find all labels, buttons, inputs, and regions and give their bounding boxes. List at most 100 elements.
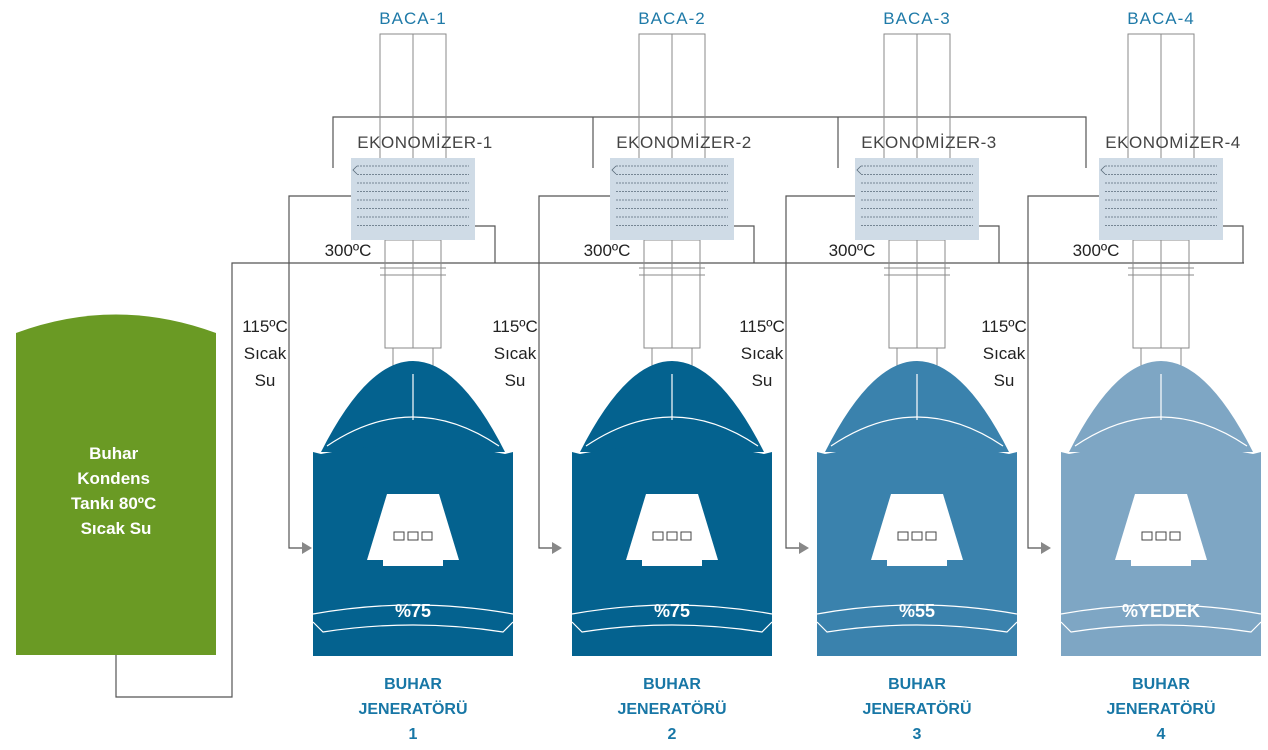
hot-water-label-line: 115ºC bbox=[242, 317, 288, 336]
economizer-box bbox=[855, 158, 979, 240]
burner-base bbox=[1131, 560, 1191, 566]
burner-panel-window bbox=[1141, 531, 1153, 541]
tank-outlet-pipe bbox=[115, 262, 1244, 698]
burner-panel-window bbox=[666, 531, 678, 541]
economizer-return-pipe bbox=[475, 225, 496, 263]
flow-arrow-icon bbox=[552, 542, 562, 554]
body-band bbox=[816, 621, 1018, 633]
hot-water-label-line: Sıcak bbox=[741, 344, 784, 363]
tank-label-line: Kondens bbox=[77, 469, 150, 488]
economizer-return-pipe bbox=[979, 225, 1000, 263]
body-band bbox=[312, 604, 514, 615]
flue-header-pipe bbox=[332, 116, 1087, 168]
chimney-label: BACA-4 bbox=[1127, 9, 1194, 28]
hot-water-label-line: Sıcak bbox=[494, 344, 537, 363]
burner-base bbox=[887, 560, 947, 566]
economizer-label: EKONOMİZER-3 bbox=[861, 133, 996, 152]
burner-panel-window bbox=[911, 531, 923, 541]
economizer-return-pipe bbox=[1223, 225, 1244, 263]
economizer-label: EKONOMİZER-4 bbox=[1105, 133, 1240, 152]
hot-water-label-line: Su bbox=[255, 371, 276, 390]
generator-label: BUHAR JENERATÖRÜ 1 bbox=[358, 676, 467, 743]
generator-label-line: JENERATÖRÜ bbox=[358, 699, 467, 718]
burner-base bbox=[642, 560, 702, 566]
burner-base bbox=[383, 560, 443, 566]
hot-water-label-line: Su bbox=[994, 371, 1015, 390]
tank-body bbox=[16, 314, 216, 655]
tank-label-line: Tankı 80ºC bbox=[71, 494, 156, 513]
load-percentage: %75 bbox=[395, 601, 431, 621]
generator-label-line: 4 bbox=[1157, 726, 1166, 743]
temperature-label: 300ºC bbox=[829, 241, 876, 260]
economizer-box bbox=[1099, 158, 1223, 240]
generator-label-line: JENERATÖRÜ bbox=[617, 699, 726, 718]
load-percentage: %55 bbox=[899, 601, 935, 621]
condensate-tank: Buhar Kondens Tankı 80ºC Sıcak Su bbox=[16, 314, 216, 655]
body-band bbox=[571, 604, 773, 615]
economizer-coil-bend bbox=[352, 165, 358, 175]
burner-panel-window bbox=[652, 531, 664, 541]
hot-water-label-line: Su bbox=[752, 371, 773, 390]
hot-water-label-line: Su bbox=[505, 371, 526, 390]
generator-label-line: BUHAR bbox=[1132, 676, 1190, 693]
burner-cabinet bbox=[367, 494, 459, 560]
economizer-label: EKONOMİZER-2 bbox=[616, 133, 751, 152]
burner-panel-window bbox=[925, 531, 937, 541]
economizer-return-pipe bbox=[734, 225, 755, 263]
body-band bbox=[571, 621, 773, 633]
hot-water-label-line: 115ºC bbox=[739, 317, 785, 336]
economizer-coil-bend bbox=[1100, 165, 1106, 175]
economizer-box bbox=[610, 158, 734, 240]
burner-panel-window bbox=[1169, 531, 1181, 541]
hot-water-pipe bbox=[538, 195, 610, 549]
load-percentage: %75 bbox=[654, 601, 690, 621]
hot-water-label-line: 115ºC bbox=[492, 317, 538, 336]
tank-label: Buhar Kondens Tankı 80ºC Sıcak Su bbox=[71, 444, 161, 538]
generator-label-line: 1 bbox=[409, 726, 418, 743]
flow-arrow-icon bbox=[799, 542, 809, 554]
hot-water-pipe bbox=[785, 195, 855, 549]
burner-panel-window bbox=[393, 531, 405, 541]
flow-arrow-icon bbox=[302, 542, 312, 554]
burner-panel-window bbox=[407, 531, 419, 541]
hot-water-label-line: 115ºC bbox=[981, 317, 1027, 336]
generator-label-line: BUHAR bbox=[888, 676, 946, 693]
tank-label-line: Buhar bbox=[89, 444, 139, 463]
body-band bbox=[816, 604, 1018, 615]
temperature-label: 300ºC bbox=[584, 241, 631, 260]
hot-water-pipe bbox=[1027, 195, 1099, 549]
burner-panel-window bbox=[421, 531, 433, 541]
tank-label-line: Sıcak Su bbox=[81, 519, 152, 538]
hot-water-label-line: Sıcak bbox=[244, 344, 287, 363]
body-band bbox=[1060, 621, 1262, 633]
economizer-coil-bend bbox=[856, 165, 862, 175]
economizer-box bbox=[351, 158, 475, 240]
generator-label-line: JENERATÖRÜ bbox=[862, 699, 971, 718]
generator-label-line: 3 bbox=[913, 726, 922, 743]
generator-label-line: JENERATÖRÜ bbox=[1106, 699, 1215, 718]
hot-water-pipe bbox=[288, 195, 351, 549]
generator-label-line: BUHAR bbox=[384, 676, 442, 693]
generator-label: BUHAR JENERATÖRÜ 4 bbox=[1106, 676, 1215, 743]
body-band bbox=[312, 621, 514, 633]
burner-cabinet bbox=[871, 494, 963, 560]
burner-panel-window bbox=[897, 531, 909, 541]
economizer-coil-bend bbox=[611, 165, 617, 175]
burner-panel-window bbox=[680, 531, 692, 541]
body-band bbox=[1060, 604, 1262, 615]
hot-water-label-line: Sıcak bbox=[983, 344, 1026, 363]
chimney-label: BACA-3 bbox=[883, 9, 950, 28]
flow-arrow-icon bbox=[1041, 542, 1051, 554]
chimney-label: BACA-1 bbox=[379, 9, 446, 28]
burner-cabinet bbox=[626, 494, 718, 560]
burner-panel-window bbox=[1155, 531, 1167, 541]
